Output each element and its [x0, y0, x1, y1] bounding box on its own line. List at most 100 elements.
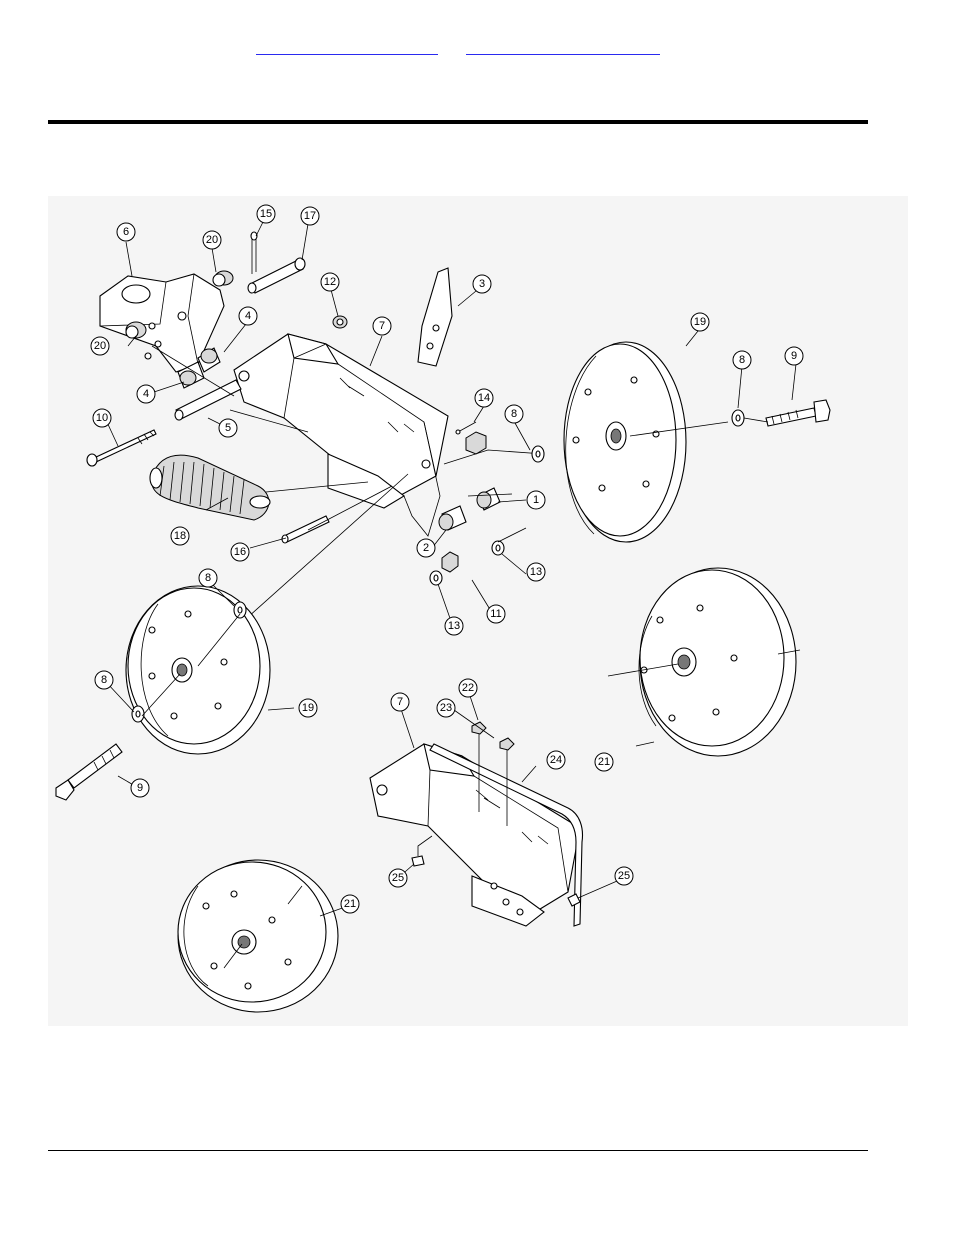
svg-text:23: 23: [440, 702, 452, 714]
nut-23: [499, 737, 515, 826]
gauge-wheel-left: [125, 585, 271, 755]
svg-text:10: 10: [96, 412, 108, 424]
callout-11: 11: [486, 604, 506, 624]
svg-text:8: 8: [511, 408, 517, 420]
hex-nut-lower: [441, 551, 459, 573]
callout-7: 7: [390, 692, 410, 712]
closing-wheel-left: [177, 859, 339, 1013]
svg-text:22: 22: [462, 682, 474, 694]
callout-19: 19: [690, 312, 710, 332]
callout-19: 19: [298, 698, 318, 718]
callout-1: 1: [526, 490, 546, 510]
washer-8-left-top: [233, 601, 247, 619]
washer-lower: [429, 570, 443, 586]
svg-text:7: 7: [397, 696, 403, 708]
callout-20: 20: [90, 336, 110, 356]
svg-text:11: 11: [490, 608, 501, 620]
bushing-upper: [212, 270, 234, 287]
svg-text:8: 8: [101, 674, 107, 686]
callout-20: 20: [202, 230, 222, 250]
callout-17: 17: [300, 206, 320, 226]
svg-text:20: 20: [206, 234, 218, 246]
svg-text:21: 21: [344, 898, 356, 910]
bolt-9-left: [55, 743, 123, 801]
callout-13: 13: [444, 616, 464, 636]
washer-8-left-bottom: [131, 705, 145, 723]
header-links: [256, 40, 666, 56]
callout-8: 8: [94, 670, 114, 690]
callout-6: 6: [116, 222, 136, 242]
callout-9: 9: [784, 346, 804, 366]
callout-22: 22: [458, 678, 478, 698]
svg-text:20: 20: [94, 340, 106, 352]
svg-text:18: 18: [174, 530, 186, 542]
callout-25: 25: [614, 866, 634, 886]
svg-text:3: 3: [479, 278, 485, 290]
callout-4: 4: [238, 306, 258, 326]
svg-text:5: 5: [225, 422, 231, 434]
axle-pin: [174, 379, 242, 421]
svg-text:24: 24: [550, 754, 562, 766]
washer-upper: [491, 540, 505, 556]
bushing-1: [476, 487, 501, 511]
nut-12: [332, 315, 348, 329]
svg-text:25: 25: [392, 872, 404, 884]
parts-diagram: 6 20 15 17 12 3 4 7 20 4 19 8 9 10 5 14 …: [48, 196, 908, 1026]
callout-18: 18: [170, 526, 190, 546]
callout-12: 12: [320, 272, 340, 292]
depth-handle: [417, 267, 453, 367]
spring-pin: [455, 421, 477, 435]
cotter-pin: [250, 231, 258, 274]
gauge-arm: [233, 333, 449, 537]
svg-text:8: 8: [739, 354, 745, 366]
bolt-9-right: [765, 399, 831, 427]
svg-text:19: 19: [302, 702, 314, 714]
title-rule: [48, 120, 868, 124]
bushing-lower: [125, 321, 147, 339]
hex-nut-upper: [465, 431, 487, 455]
callout-14: 14: [474, 388, 494, 408]
svg-text:4: 4: [245, 310, 251, 322]
callout-9: 9: [130, 778, 150, 798]
footer-rule: [48, 1150, 868, 1151]
header-link-one[interactable]: [256, 40, 438, 55]
scraper-bar: [429, 743, 584, 927]
svg-text:17: 17: [304, 210, 316, 222]
svg-text:14: 14: [478, 392, 490, 404]
header-link-two[interactable]: [466, 40, 660, 55]
screw-25-right: [567, 893, 581, 907]
tension-spring: [149, 454, 271, 521]
callout-16: 16: [230, 542, 250, 562]
svg-text:15: 15: [260, 208, 272, 220]
callout-24: 24: [546, 750, 566, 770]
callout-15: 15: [256, 204, 276, 224]
svg-text:16: 16: [234, 546, 246, 558]
callout-25: 25: [388, 868, 408, 888]
svg-text:9: 9: [137, 782, 143, 794]
svg-text:12: 12: [324, 276, 336, 288]
svg-text:13: 13: [530, 566, 542, 578]
svg-text:2: 2: [423, 542, 429, 554]
svg-text:13: 13: [448, 620, 460, 632]
callout-13: 13: [526, 562, 546, 582]
spacer-upper: [197, 347, 221, 373]
svg-text:9: 9: [791, 350, 797, 362]
roll-pin: [281, 515, 330, 544]
svg-text:25: 25: [618, 870, 630, 882]
callout-8: 8: [504, 404, 524, 424]
callout-2: 2: [416, 538, 436, 558]
gauge-wheel-upper: [563, 341, 687, 543]
long-bolt: [86, 429, 157, 467]
callout-21: 21: [340, 894, 360, 914]
callout-21: 21: [594, 752, 614, 772]
svg-text:6: 6: [123, 226, 129, 238]
pivot-pin: [247, 257, 306, 294]
closing-wheel-right: [607, 567, 801, 757]
svg-text:4: 4: [143, 388, 149, 400]
callout-8: 8: [198, 568, 218, 588]
bushing-2: [438, 505, 467, 531]
svg-text:1: 1: [533, 494, 539, 506]
callout-8: 8: [732, 350, 752, 370]
svg-text:19: 19: [694, 316, 706, 328]
svg-text:21: 21: [598, 756, 610, 768]
